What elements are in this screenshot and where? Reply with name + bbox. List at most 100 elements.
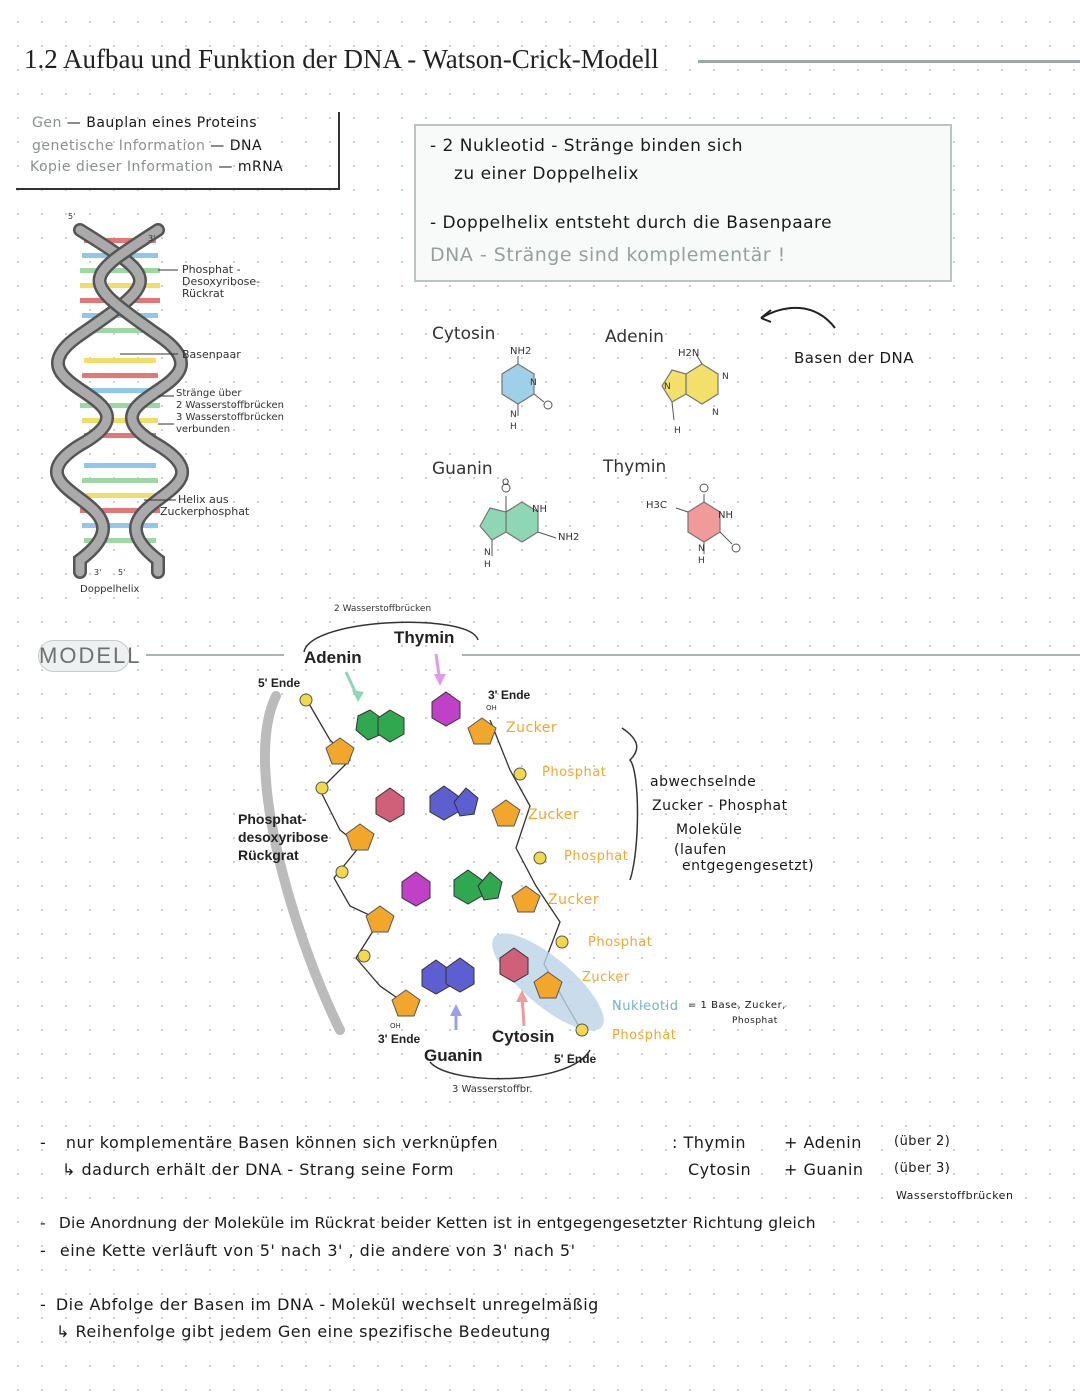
note-2b: - eine Kette verläuft von 5' nach 3' , d… (40, 1241, 576, 1260)
label-line: Rückgrat (238, 847, 299, 863)
section-rule (146, 654, 284, 656)
helix-end-top-right: 3' (148, 234, 156, 243)
def-dash: — (66, 115, 82, 131)
label-line: desoxyribose (238, 829, 329, 845)
def-dash: — (218, 159, 233, 175)
pair-adenin-count: (über 2) (894, 1134, 951, 1149)
label-line: 2 Wasserstoffbrücken (176, 400, 284, 411)
thymin-molecule (675, 483, 741, 554)
arrow-icon (760, 306, 836, 329)
thymin-h: H (698, 556, 705, 566)
guanin-n: N (484, 548, 491, 558)
label-phosphat-last: Phosphat (612, 1028, 677, 1043)
helix-label-backbone: Phosphat - Desoxyribose- Rückrat (182, 264, 260, 300)
adenin-n: N (722, 372, 729, 382)
info-box (414, 124, 952, 282)
label-zucker: Zucker (548, 892, 600, 908)
model-thymin-label: Thymin (394, 628, 455, 647)
label-phosphat: Phosphat (588, 935, 653, 950)
page-title: 1.2 Aufbau und Funktion der DNA - Watson… (24, 44, 659, 74)
label-phosphat: Phosphat (564, 849, 629, 864)
note-2a: - Die Anordnung der Moleküle im Rückrat … (40, 1214, 816, 1232)
thymin-group: H3C (646, 500, 667, 511)
note-text: dadurch erhält der DNA - Strang seine Fo… (81, 1160, 454, 1179)
cytosin-n2: N (510, 410, 517, 420)
guanin-o: O (502, 478, 510, 488)
base-cytosin-name: Cytosin (432, 324, 496, 344)
def-meaning: Bauplan eines Proteins (86, 115, 258, 131)
model-bottom-note: 3 Wasserstoffbr. (452, 1084, 533, 1095)
guanin-molecule (479, 483, 557, 556)
helix-label-sugar: Helix aus Zuckerphosphat (160, 494, 249, 518)
note-text: Die Anordnung der Moleküle im Rückrat be… (58, 1214, 816, 1232)
note-text: nur komplementäre Basen können sich verk… (65, 1133, 499, 1152)
cytosin-n: N (530, 378, 537, 388)
thymin-nh: NH (718, 510, 733, 521)
model-5-end-top: 5' Ende (258, 676, 301, 690)
title-underline (698, 60, 1080, 63)
nucleotide-label: Nukleotid (612, 999, 679, 1014)
bases-heading: Basen der DNA (794, 349, 915, 367)
nucleotide-definition-2: Phosphat (732, 1016, 778, 1026)
model-3-end-bottom: 3' Ende (378, 1032, 421, 1046)
model-top-note: 2 Wasserstoffbrücken (334, 604, 432, 614)
note-line: abwechselnde (650, 774, 757, 790)
note-text: Reihenfolge gibt jedem Gen eine spezifis… (75, 1322, 551, 1341)
guanin-group: NH2 (558, 532, 580, 543)
adenin-h: H (674, 426, 681, 436)
model-cytosin-label: Cytosin (492, 1027, 555, 1046)
base-adenin-name: Adenin (605, 327, 664, 347)
guanin-h: H (484, 560, 491, 570)
nucleotide-definition: = 1 Base, Zucker, (688, 1000, 786, 1011)
pair-unit: Wasserstoffbrücken (896, 1189, 1014, 1202)
dna-model-diagram (259, 621, 639, 1080)
def-meaning: mRNA (237, 159, 284, 175)
label-line: Phosphat - (182, 263, 241, 276)
note-text: eine Kette verläuft von 5' nach 3' , die… (59, 1241, 576, 1260)
label-line: 3 Wasserstoffbrücken (176, 412, 284, 423)
thymin-n: N (698, 544, 705, 554)
cytosin-h: H (510, 422, 517, 432)
pair-thymin: : Thymin (672, 1133, 747, 1152)
label-zucker: Zucker (528, 807, 580, 823)
definition-copy: Kopie dieser Information — mRNA (30, 159, 283, 175)
label-line: Helix aus (178, 493, 229, 506)
label-zucker: Zucker (506, 720, 558, 736)
def-term: genetische Information (32, 138, 206, 154)
note-3b: ↳ Reihenfolge gibt jedem Gen eine spezif… (56, 1322, 551, 1341)
def-term: Gen (32, 115, 62, 131)
helix-end-top-left: 5' (68, 212, 76, 221)
note-line: Moleküle (676, 822, 743, 838)
info-line-2: zu einer Doppelhelix (454, 164, 639, 184)
label-line: Rückrat (182, 287, 225, 300)
note-line: (laufen (674, 842, 727, 858)
label-line: Desoxyribose- (182, 275, 261, 288)
label-line: verbunden (176, 424, 231, 435)
note-1b: ↳ dadurch erhält der DNA - Strang seine … (62, 1160, 454, 1179)
guanin-nh: NH (532, 504, 547, 515)
def-meaning: DNA (229, 138, 263, 154)
def-dash: — (210, 138, 225, 154)
cytosin-group: NH2 (510, 346, 532, 357)
adenin-molecule (661, 353, 719, 421)
label-phosphat: Phosphat (542, 765, 607, 780)
helix-end-bottom-left: 3' (94, 568, 102, 577)
helix-caption: Doppelhelix (80, 584, 140, 595)
info-line-1: - 2 Nukleotid - Stränge binden sich (430, 136, 744, 156)
info-line-4: DNA - Stränge sind komplementär ! (430, 244, 786, 266)
definitions-box (16, 112, 340, 190)
pair-adenin: + Adenin (784, 1133, 862, 1152)
model-guanin-label: Guanin (424, 1046, 483, 1065)
label-line: Stränge über (176, 388, 242, 399)
adenin-group: H2N (678, 348, 700, 359)
base-thymin-name: Thymin (603, 457, 667, 477)
note-3a: - Die Abfolge der Basen im DNA - Molekül… (40, 1295, 599, 1314)
label-zucker: Zucker (582, 970, 630, 985)
helix-label-bonds: Stränge über 2 Wasserstoffbrücken 3 Wass… (176, 388, 284, 436)
section-rule (462, 654, 1080, 656)
model-oh-top: OH (486, 704, 497, 712)
note-1a: - nur komplementäre Basen können sich ve… (40, 1133, 499, 1152)
base-guanin-name: Guanin (432, 459, 493, 479)
model-backbone-label: Phosphat- desoxyribose Rückgrat (238, 810, 328, 864)
label-line: Zuckerphosphat (160, 505, 250, 518)
